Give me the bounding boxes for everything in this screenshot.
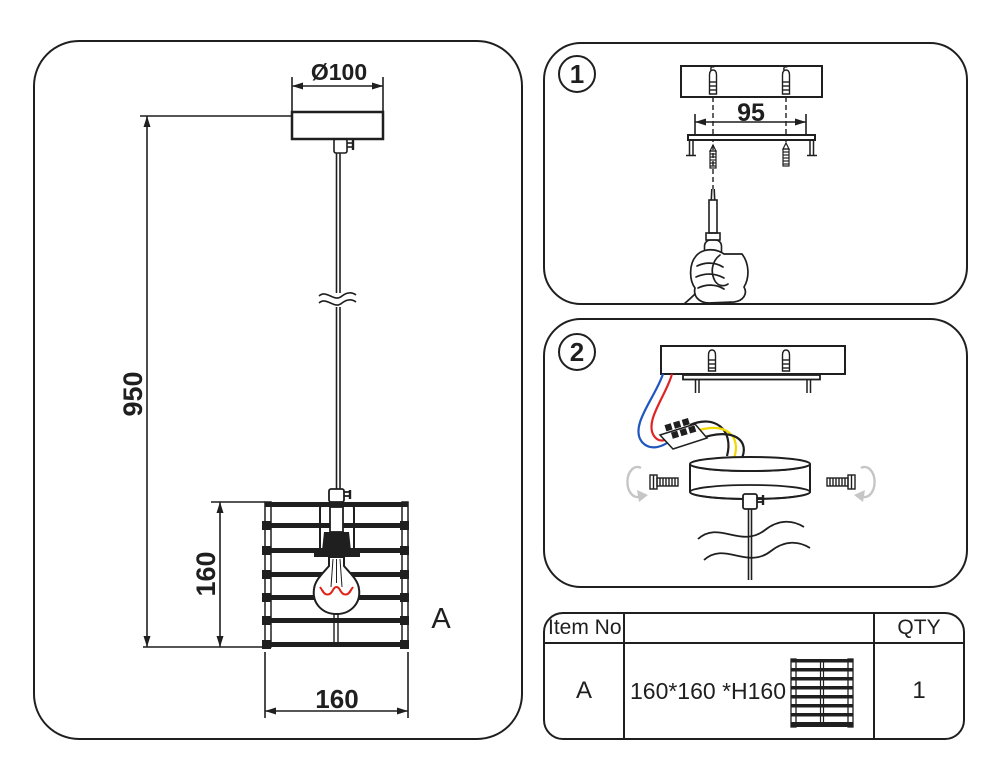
bulb-supports bbox=[330, 558, 343, 588]
dimension-arrows bbox=[143, 82, 408, 715]
cable-break-icon bbox=[697, 520, 811, 561]
screw-icon bbox=[782, 141, 790, 167]
table-divider-vertical bbox=[873, 614, 875, 738]
wire-black-2 bbox=[698, 433, 745, 461]
wall-plug-icon bbox=[708, 66, 718, 95]
cable-grip bbox=[742, 493, 765, 510]
wall-plug-icon bbox=[781, 349, 791, 372]
step-1-drawing bbox=[680, 65, 823, 305]
screw-icon bbox=[709, 143, 717, 169]
filament-icon bbox=[319, 586, 354, 596]
suspension-cable bbox=[747, 509, 753, 580]
cable-grip-shade bbox=[328, 488, 352, 503]
cable-grip-top bbox=[333, 138, 355, 154]
socket-frame bbox=[319, 502, 355, 551]
dim-bracket-lines bbox=[694, 114, 807, 135]
lamp-socket bbox=[322, 532, 351, 551]
dim-shade-height-label: 160 bbox=[190, 551, 221, 597]
table-divider-horizontal bbox=[545, 642, 963, 644]
terminal-block-icon bbox=[658, 417, 709, 450]
rotation-arrow-right-icon bbox=[854, 465, 876, 502]
step-2-drawing bbox=[626, 345, 876, 580]
canopy-drawing bbox=[689, 456, 811, 500]
table-cell-dimensions: 160*160 *H160 bbox=[629, 677, 787, 704]
light-bulb-icon bbox=[312, 556, 361, 616]
table-divider-vertical bbox=[623, 614, 625, 738]
mounting-bracket bbox=[686, 134, 817, 157]
dimension-drawing-panel: Ø100 950 160 160 A bbox=[33, 40, 523, 740]
ceiling-canopy bbox=[290, 110, 385, 141]
step-2-panel: 2 bbox=[543, 318, 968, 588]
table-header-item-no: Item No bbox=[548, 616, 622, 639]
step-1-badge: 1 bbox=[558, 55, 596, 93]
bolt-icon-left bbox=[649, 474, 679, 490]
suspension-cable bbox=[335, 153, 341, 489]
item-label-a: A bbox=[431, 602, 451, 635]
table-header-qty: QTY bbox=[897, 616, 941, 639]
bolt-icon-right bbox=[826, 474, 856, 490]
step-1-number: 1 bbox=[569, 58, 585, 89]
table-cell-qty: 1 bbox=[912, 677, 926, 704]
lamp-shade-icon bbox=[790, 658, 854, 733]
dim-arrows bbox=[695, 118, 806, 126]
dim-length-label: 950 bbox=[117, 371, 148, 417]
step-2-number: 2 bbox=[569, 336, 585, 367]
rotation-arrow-left-icon bbox=[626, 465, 648, 502]
wire-black-1 bbox=[689, 420, 730, 457]
dimension-lines bbox=[140, 77, 409, 718]
dim-bracket-width-label: 95 bbox=[737, 98, 765, 127]
step-2-badge: 2 bbox=[558, 333, 596, 371]
cable-break-icon bbox=[318, 292, 357, 306]
wire-blue bbox=[637, 373, 668, 449]
table-cell-item-no: A bbox=[575, 677, 592, 704]
pendant-lamp-drawing bbox=[140, 77, 409, 718]
parts-table: Item No QTY A 160*160 *H160 bbox=[543, 612, 965, 740]
wall-plug-icon bbox=[707, 349, 717, 372]
mounting-plate bbox=[680, 65, 823, 98]
socket-flange bbox=[314, 551, 360, 557]
dim-shade-width-label: 160 bbox=[315, 683, 359, 714]
socket-neck bbox=[329, 506, 344, 533]
mounting-bracket bbox=[682, 374, 821, 393]
dim-canopy-diameter-label: Ø100 bbox=[310, 58, 368, 85]
hand-icon bbox=[681, 248, 749, 305]
wall-plug-icon bbox=[781, 66, 791, 95]
step-1-panel: 1 95 bbox=[543, 42, 968, 305]
wire-yellow bbox=[693, 426, 737, 459]
mounting-plate bbox=[660, 345, 846, 375]
